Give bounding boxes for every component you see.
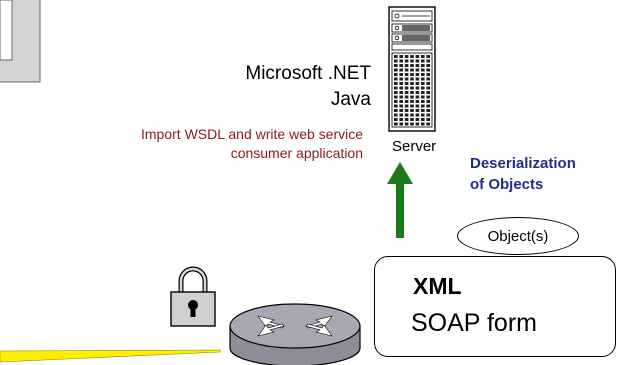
server-label: Server	[392, 138, 437, 155]
server-tower-icon	[388, 6, 436, 132]
xml-message-box: XML SOAP form	[374, 256, 616, 357]
router-icon	[229, 303, 361, 365]
objects-bubble: Object(s)	[457, 217, 579, 255]
note-line-1: Import WSDL and write web service	[141, 126, 363, 142]
window-fragment-icon	[0, 0, 41, 83]
padlock-icon	[170, 266, 216, 327]
objects-bubble-label: Object(s)	[487, 227, 549, 245]
xml-subtitle: SOAP form	[411, 309, 537, 337]
deserialization-line-1: Deserialization	[470, 155, 576, 172]
platform-dotnet-label: Microsoft .NET	[245, 63, 371, 84]
note-line-2: consumer application	[230, 145, 363, 161]
platform-java-label: Java	[330, 89, 371, 110]
arrow-up-icon	[387, 162, 413, 238]
connection-line	[0, 349, 221, 363]
xml-title: XML	[413, 273, 462, 299]
deserialization-line-2: of Objects	[470, 176, 544, 193]
